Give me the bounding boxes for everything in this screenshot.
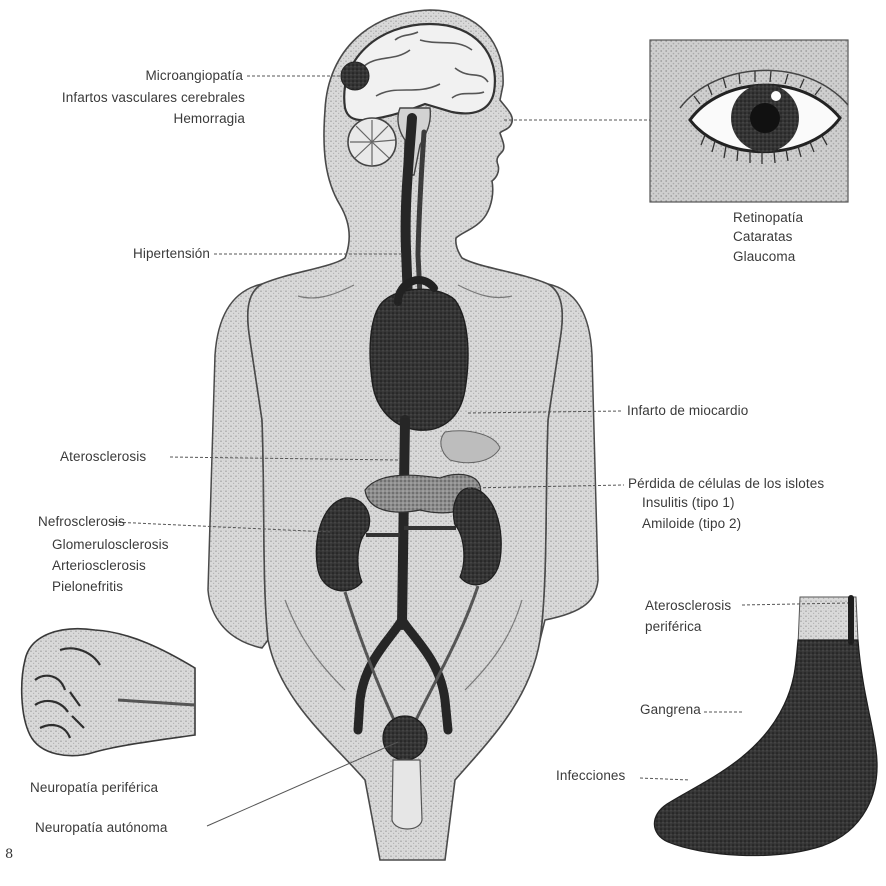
label-glaucoma: Glaucoma	[733, 249, 795, 265]
leader-line-infections	[640, 778, 690, 780]
label-peripheral-atherosclerosis-line2: periférica	[645, 619, 702, 635]
label-gangrene: Gangrena	[640, 702, 701, 718]
label-infections: Infecciones	[556, 768, 625, 784]
label-glomerulosclerosis: Glomerulosclerosis	[52, 537, 169, 553]
label-myocardial-infarction: Infarto de miocardio	[627, 403, 748, 419]
hand	[22, 629, 195, 756]
pupil	[750, 103, 780, 133]
label-peripheral-atherosclerosis-line1: Aterosclerosis	[645, 598, 731, 614]
label-pyelonephritis: Pielonefritis	[52, 579, 123, 595]
label-nephrosclerosis: Nefrosclerosis	[38, 514, 125, 530]
label-atherosclerosis: Aterosclerosis	[60, 449, 146, 465]
label-retinopathy: Retinopatía	[733, 210, 803, 226]
label-peripheral-neuropathy: Neuropatía periférica	[30, 780, 158, 796]
carotid-artery	[406, 118, 412, 300]
eye-highlight	[771, 91, 781, 101]
label-islet-loss: Pérdida de células de los islotes	[628, 476, 824, 492]
descending-aorta	[402, 420, 405, 625]
heart	[370, 289, 468, 430]
label-arteriosclerosis: Arteriosclerosis	[52, 558, 146, 574]
gangrenous-foot	[654, 640, 877, 856]
label-insulitis: Insulitis (tipo 1)	[642, 495, 735, 511]
label-hemorrhage: Hemorragia	[173, 111, 245, 127]
genitalia	[392, 760, 422, 829]
label-autonomic-neuropathy: Neuropatía autónoma	[35, 820, 168, 836]
label-amyloid: Amiloide (tipo 2)	[642, 516, 741, 532]
label-cataracts: Cataratas	[733, 229, 792, 245]
bladder	[383, 716, 427, 760]
microangiopathy-lesion	[341, 62, 369, 90]
label-microangiopathy: Microangiopatía	[145, 68, 243, 84]
label-cerebral-infarcts: Infartos vasculares cerebrales	[62, 90, 245, 106]
label-hypertension: Hipertensión	[133, 246, 210, 262]
page-number: 8	[5, 847, 13, 863]
